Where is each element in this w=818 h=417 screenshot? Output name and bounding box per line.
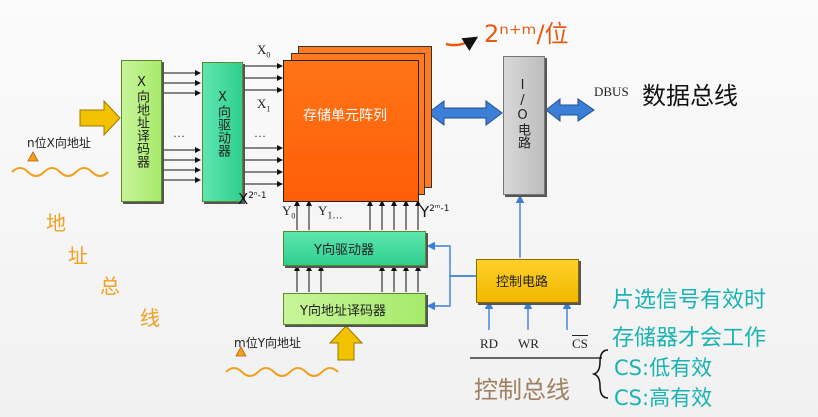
x1-subscript: 1: [266, 104, 271, 114]
x-address-input-arrow: [79, 99, 121, 137]
io-dbus-double-arrow: [545, 97, 595, 123]
x-address-input-label: n位X向地址: [27, 136, 91, 150]
address-bus-note-2: 址: [68, 244, 88, 268]
control-lines: [426, 194, 525, 311]
x-driver-ellipsis: …: [254, 126, 266, 140]
y-driver-label: Y向驱动器: [314, 243, 374, 258]
bits-note: 2ⁿ⁺ᵐ/位: [484, 20, 569, 48]
rd-signal-label: RD: [480, 336, 499, 351]
address-bus-note-4: 线: [140, 306, 160, 330]
cs-high-note: CS:高有效: [614, 386, 713, 410]
x-driver-label: X向驱动器: [215, 90, 230, 157]
cs-note-line-2: 存储器才会工作: [612, 326, 767, 351]
y-address-decoder-box: [283, 293, 426, 325]
rd-wr-cs-lines: [484, 300, 572, 330]
y-driver-box: [283, 231, 426, 266]
x-input-marker-icon: [27, 151, 39, 162]
bits-note-stroke: [445, 36, 479, 51]
cs-signal-label: CS: [572, 336, 588, 351]
y-address-input-label: m位Y向地址: [234, 336, 302, 350]
cs-note-brace: [591, 349, 609, 399]
y-driver-to-array-lines: [294, 200, 421, 230]
x-decoder-to-driver-lines: [160, 70, 201, 183]
control-bus-note: 控制总线: [474, 376, 570, 404]
x-address-decoder-box: [121, 60, 162, 202]
address-bus-note-1: 地: [46, 211, 66, 235]
x-decoder-ellipsis: …: [173, 126, 185, 140]
dbus-label: DBUS: [594, 84, 629, 99]
x-driver-to-array-lines: [242, 63, 283, 187]
cs-low-note: CS:低有效: [614, 356, 713, 380]
x-driver-box: [202, 62, 243, 202]
y1-label: Y1…: [318, 203, 343, 222]
y-last-label: Y2ᵐ-1: [420, 203, 450, 221]
x-last-superscript: 2ⁿ-1: [248, 191, 267, 201]
y-last-superscript: 2ᵐ-1: [429, 204, 450, 214]
control-circuit-box: [476, 259, 579, 303]
x-address-squiggle: [11, 167, 109, 177]
address-bus-note-3: 总: [100, 274, 120, 298]
control-circuit-label: 控制电路: [496, 275, 549, 290]
cs-note-line-1: 片选信号有效时: [612, 288, 767, 313]
y-address-input-arrow: [328, 325, 364, 361]
y-decoder-to-driver-lines: [294, 265, 421, 292]
x-address-decoder-label: X向地址译码器: [134, 75, 149, 168]
array-io-double-arrow: [427, 100, 503, 126]
data-bus-note: 数据总线: [642, 82, 738, 110]
memory-array-label: 存储单元阵列: [303, 108, 387, 124]
x-last-label: X2ⁿ-1: [238, 190, 267, 208]
io-circuit-label: I/O电路: [515, 78, 530, 149]
y1-subscript: 1…: [327, 210, 343, 222]
x0-label: X0: [257, 42, 271, 60]
wr-signal-label: WR: [518, 336, 539, 351]
io-circuit-box: [503, 56, 545, 195]
y-input-marker-icon: [235, 346, 247, 357]
y-address-squiggle: [225, 367, 339, 377]
memory-array-box: [283, 60, 419, 202]
x1-label: X1: [257, 96, 271, 114]
x0-subscript: 0: [266, 50, 271, 60]
y0-label: Y0: [282, 203, 296, 221]
y0-subscript: 0: [291, 211, 296, 221]
y-address-decoder-label: Y向地址译码器: [300, 304, 386, 319]
